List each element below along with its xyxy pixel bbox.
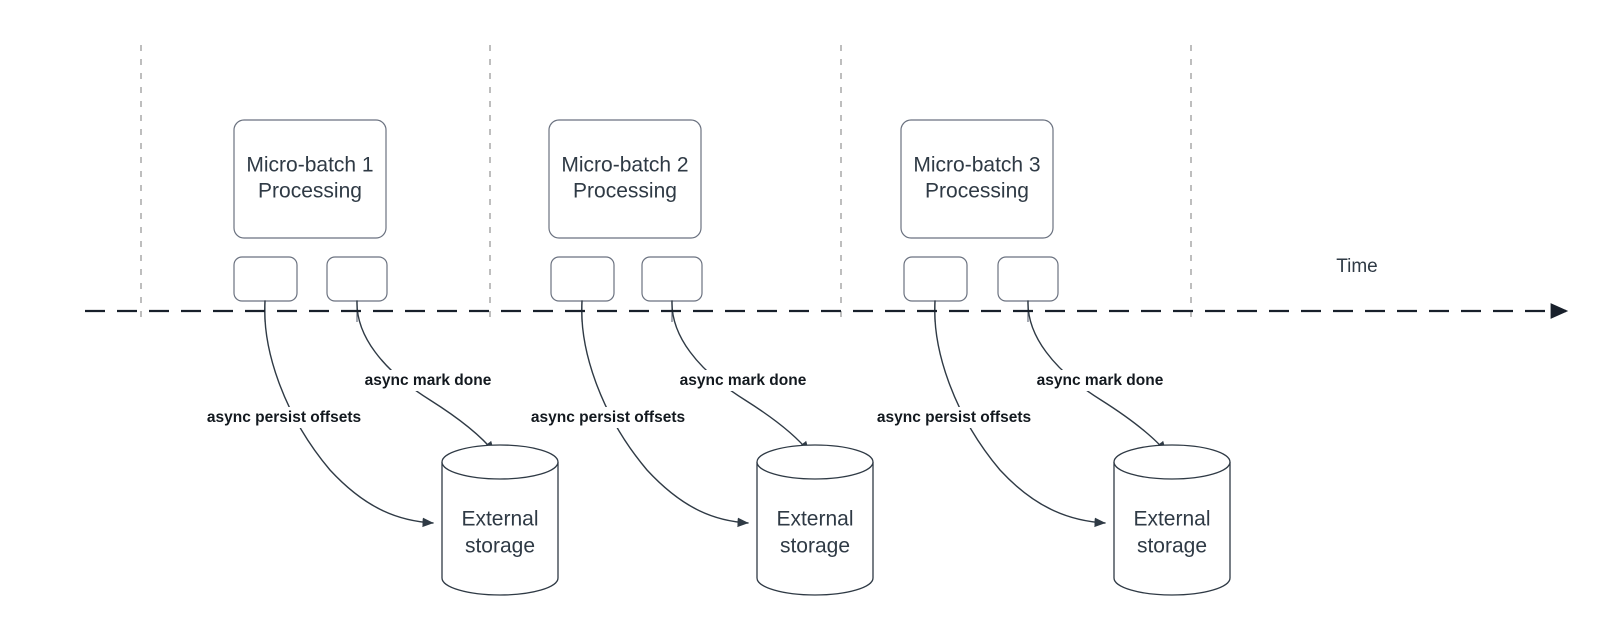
external-storage-label-3-line1: External [1133,508,1210,531]
external-storage-body-1[interactable] [441,462,559,596]
micro-batch-box-2[interactable] [548,119,702,239]
async-persist-offsets-label-1: async persist offsets [207,409,361,426]
async-mark-done-label-1: async mark done [365,372,492,389]
time-axis-label: Time [1336,256,1378,277]
micro-batch-box-1-label-line2: Processing [258,180,362,203]
external-storage-label-1-line2: storage [465,535,535,558]
async-mark-done-label-3: async mark done [1037,372,1164,389]
micro-batch-box-1[interactable] [233,119,387,239]
task-box-1a[interactable] [233,256,298,302]
micro-batch-box-3-label-line1: Micro-batch 3 [913,154,1040,177]
external-storage-label-2-line2: storage [780,535,850,558]
async-mark-done-label-2: async mark done [680,372,807,389]
micro-batch-box-3-label-line2: Processing [925,180,1029,203]
async-mark-done-label-halo-1 [355,370,501,391]
micro-batch-group-1: Micro-batch 1 Processing async mark done… [196,119,559,596]
task-box-2a[interactable] [550,256,615,302]
async-mark-done-curve-1 [356,300,495,453]
task-box-2b[interactable] [641,256,703,302]
external-storage-body-2[interactable] [756,462,874,596]
async-persist-offsets-curve-2 [581,300,749,528]
async-persist-offsets-label-halo-3 [866,407,1042,428]
external-storage-top-3 [1113,444,1231,480]
task-box-1b[interactable] [326,256,388,302]
async-persist-offsets-label-halo-2 [520,407,696,428]
external-storage-label-2-line1: External [776,508,853,531]
async-mark-done-curve-3 [1027,300,1167,453]
async-persist-offsets-curve-1 [264,300,434,528]
micro-batch-box-3[interactable] [900,119,1054,239]
micro-batch-box-1-label-line1: Micro-batch 1 [246,154,373,177]
async-mark-done-label-halo-3 [1027,370,1173,391]
micro-batch-group-2: Micro-batch 2 Processing async mark done… [520,119,874,596]
external-storage-top-1 [441,444,559,480]
external-storage-label-3-line2: storage [1137,535,1207,558]
async-persist-offsets-label-2: async persist offsets [531,409,685,426]
external-storage-body-3[interactable] [1113,462,1231,596]
task-box-3b[interactable] [997,256,1059,302]
async-mark-done-curve-2 [671,300,810,453]
timeline-tick-group [140,45,1192,320]
external-storage-label-1-line1: External [461,508,538,531]
async-persist-offsets-curve-3 [934,300,1106,528]
async-mark-done-label-halo-2 [670,370,816,391]
task-box-3a[interactable] [903,256,968,302]
async-persist-offsets-label-3: async persist offsets [877,409,1031,426]
async-persist-offsets-label-halo-1 [196,407,372,428]
micro-batch-box-2-label-line2: Processing [573,180,677,203]
micro-batch-group-3: Micro-batch 3 Processing async mark done… [866,119,1231,596]
external-storage-top-2 [756,444,874,480]
micro-batch-box-2-label-line1: Micro-batch 2 [561,154,688,177]
